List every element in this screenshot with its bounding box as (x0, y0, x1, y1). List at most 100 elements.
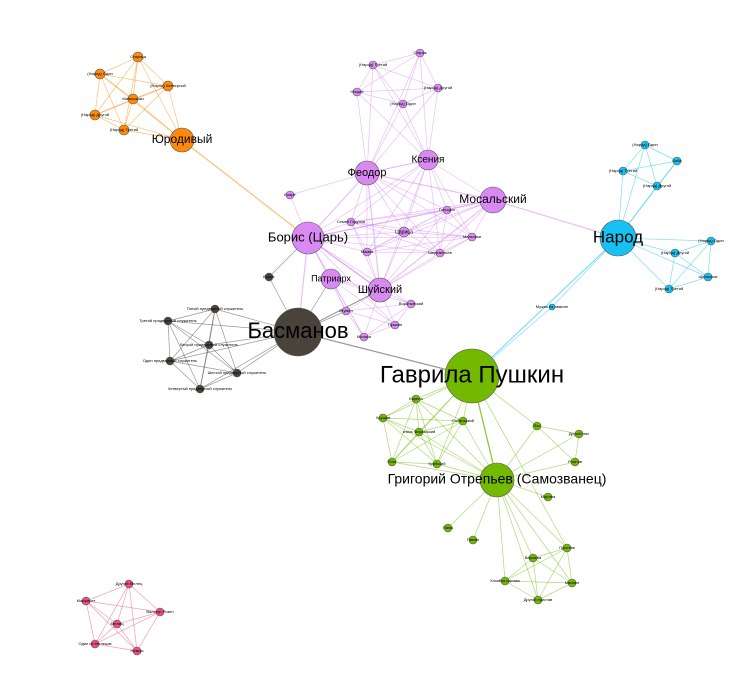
node-g17[interactable]: Другой пристав (524, 595, 553, 605)
node-d0[interactable]: Бояре (263, 272, 276, 282)
node-pat[interactable]: Патриарх (311, 268, 351, 290)
node-p5[interactable]: (Народ) Один (390, 99, 416, 109)
node-k5[interactable]: Один из беглецов (78, 639, 112, 649)
node-g7[interactable]: Лях (532, 421, 542, 431)
node-gri[interactable]: Григорий Отрепьев (Самозванец) (388, 462, 607, 498)
node-car[interactable]: Царица (395, 226, 413, 238)
node-circle[interactable] (169, 127, 195, 153)
node-g3[interactable]: князь Черкасский (403, 427, 436, 437)
node-o4[interactable]: Мальчишки (122, 93, 144, 105)
node-mos[interactable]: Мосальский (459, 186, 527, 214)
node-g5[interactable]: Поэт (388, 457, 397, 467)
node-b5[interactable]: (Народ) Один (698, 236, 724, 246)
node-circle[interactable] (562, 543, 572, 553)
node-circle[interactable] (346, 217, 356, 227)
node-circle[interactable] (433, 83, 443, 93)
node-circle[interactable] (532, 421, 542, 431)
node-circle[interactable] (81, 596, 91, 606)
node-circle[interactable] (443, 523, 453, 533)
node-igu[interactable]: Игумен (339, 306, 353, 316)
node-circle[interactable] (165, 356, 175, 366)
node-circle[interactable] (415, 48, 425, 58)
node-circle[interactable] (703, 272, 713, 282)
node-b1[interactable]: (Народ) Один (632, 140, 658, 150)
node-circle[interactable] (672, 156, 682, 166)
node-g6[interactable]: Курбский (429, 459, 446, 469)
node-d3[interactable]: Второй придворный служитель (180, 340, 238, 350)
node-circle[interactable] (89, 109, 101, 121)
node-circle[interactable] (232, 368, 242, 378)
node-circle[interactable] (127, 93, 139, 105)
node-o6[interactable]: (Народ) Третий (110, 124, 138, 136)
node-g15[interactable]: Хозяйка корчмы (490, 576, 520, 586)
node-circle[interactable] (398, 99, 408, 109)
node-circle[interactable] (352, 87, 362, 97)
node-g12[interactable]: Пимен (467, 535, 479, 545)
node-kse[interactable]: Ксения (412, 149, 445, 171)
node-mal[interactable]: Мамка (361, 247, 374, 257)
node-circle[interactable] (378, 413, 388, 423)
node-circle[interactable] (599, 219, 637, 257)
node-d4[interactable]: Один придворный служитель (143, 356, 197, 366)
node-circle[interactable] (543, 492, 553, 502)
node-circle[interactable] (210, 304, 220, 314)
node-circle[interactable] (468, 535, 478, 545)
node-g4[interactable]: Собаньский (452, 416, 474, 426)
node-circle[interactable] (432, 459, 442, 469)
node-circle[interactable] (264, 272, 274, 282)
node-g1[interactable]: Карела (409, 394, 423, 404)
node-circle[interactable] (664, 284, 674, 294)
node-d2[interactable]: Третий придворный служитель (139, 316, 197, 326)
node-d5[interactable]: Шестой придворный служитель (208, 368, 267, 378)
node-o5[interactable]: (Народ) Другой (81, 109, 109, 121)
node-circle[interactable] (112, 619, 122, 629)
node-circle[interactable] (444, 348, 500, 404)
node-circle[interactable] (414, 427, 424, 437)
node-g9[interactable]: Рожнов (568, 457, 582, 467)
node-circle[interactable] (479, 462, 515, 498)
node-o1[interactable]: Старица (130, 51, 147, 63)
node-circle[interactable] (574, 429, 584, 439)
node-d6[interactable]: Четвертый придворный служитель (168, 384, 233, 394)
node-bor[interactable]: Борис (Царь) (268, 221, 348, 255)
node-g14[interactable]: Варлаам (525, 553, 542, 563)
node-circle[interactable] (124, 579, 134, 589)
node-gav[interactable]: Гаврила Пушкин (380, 348, 564, 404)
node-o2[interactable]: (Народ) Один (87, 68, 113, 80)
node-p3[interactable]: Нищий (351, 87, 364, 97)
node-b7[interactable]: Щелкалов (699, 272, 718, 282)
node-circle[interactable] (163, 316, 173, 326)
node-g2[interactable]: Хрущов (376, 413, 390, 423)
node-circle[interactable] (320, 268, 342, 290)
node-circle[interactable] (500, 576, 510, 586)
node-circle[interactable] (118, 124, 130, 136)
node-circle[interactable] (533, 595, 543, 605)
node-circle[interactable] (273, 307, 323, 357)
node-sher[interactable]: Шереметьев (428, 248, 452, 258)
node-circle[interactable] (204, 340, 214, 350)
node-circle[interactable] (341, 306, 351, 316)
node-circle[interactable] (411, 394, 421, 404)
node-circle[interactable] (368, 60, 378, 70)
node-circle[interactable] (570, 457, 580, 467)
node-circle[interactable] (406, 299, 416, 309)
node-nar[interactable]: Народ (593, 219, 643, 257)
node-feo[interactable]: Феодор (347, 160, 387, 186)
node-circle[interactable] (479, 186, 507, 214)
node-circle[interactable] (195, 384, 205, 394)
node-circle[interactable] (398, 226, 410, 238)
node-d1[interactable]: Пятый придворный служитель (187, 304, 244, 314)
node-g8[interactable]: Другой лях (569, 429, 589, 439)
node-bas[interactable]: Басманов (247, 307, 349, 357)
node-circle[interactable] (390, 320, 400, 330)
node-vor[interactable]: Воротынский (399, 299, 423, 309)
node-k4[interactable]: Беглец (110, 619, 124, 629)
node-muz[interactable]: Мужик на амвоне (536, 303, 569, 311)
node-circle[interactable] (528, 553, 538, 563)
node-circle[interactable] (548, 303, 556, 311)
node-b2[interactable]: Баба (672, 156, 682, 166)
node-circle[interactable] (285, 190, 295, 200)
node-g11[interactable]: Паны (443, 523, 453, 533)
node-p1[interactable]: Старик (413, 48, 427, 58)
node-k1[interactable]: Другой беглец (116, 579, 143, 589)
